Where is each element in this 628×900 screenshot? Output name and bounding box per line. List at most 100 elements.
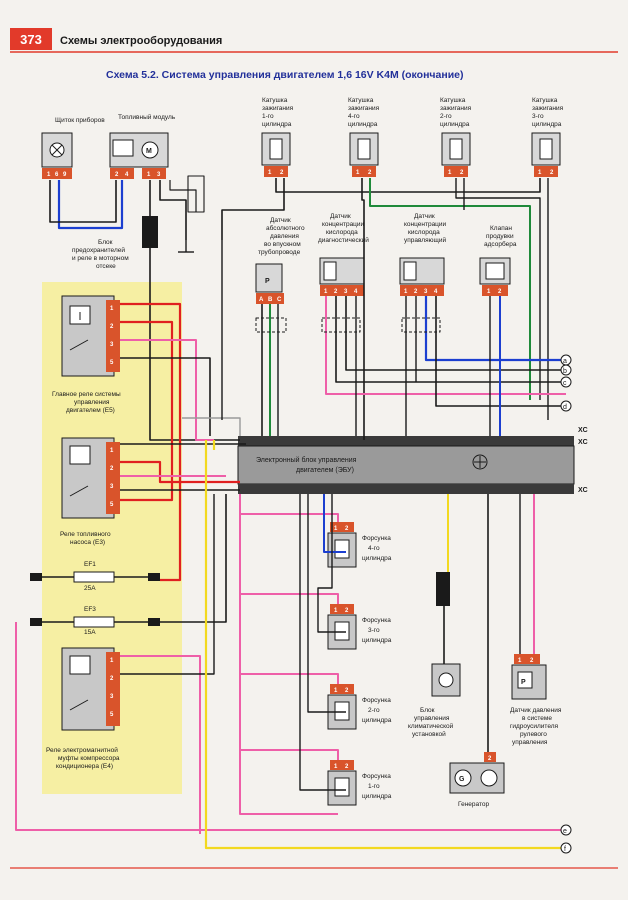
svg-text:1: 1 xyxy=(268,170,272,176)
svg-text:3-го: 3-го xyxy=(532,113,544,120)
svg-text:1: 1 xyxy=(448,170,452,176)
svg-text:XC: XC xyxy=(578,439,588,446)
svg-text:B: B xyxy=(268,297,273,303)
svg-text:9: 9 xyxy=(63,172,67,178)
svg-text:зажигания: зажигания xyxy=(262,105,294,112)
svg-text:Датчик: Датчик xyxy=(414,213,435,220)
svg-text:A: A xyxy=(259,297,264,303)
svg-text:2: 2 xyxy=(345,608,349,614)
svg-text:во впускном: во впускном xyxy=(264,241,301,248)
svg-text:1: 1 xyxy=(404,289,408,295)
svg-text:2: 2 xyxy=(110,466,114,472)
svg-text:2-го: 2-го xyxy=(440,113,452,120)
svg-text:Топливный модуль: Топливный модуль xyxy=(118,113,176,121)
wires xyxy=(15,175,566,850)
svg-text:1: 1 xyxy=(334,764,338,770)
node-d: d xyxy=(560,400,572,412)
injector-cyl1: 1 2 Форсунка 1-го цилиндра xyxy=(327,760,392,806)
svg-text:отсеке: отсеке xyxy=(96,263,116,270)
node-a: a xyxy=(560,354,572,366)
diagram-title: Схема 5.2. Система управления двигателем… xyxy=(106,69,464,81)
fuse-block-label: Блок предохранителей и реле в моторном о… xyxy=(72,239,129,270)
svg-text:2: 2 xyxy=(115,172,119,178)
svg-text:3: 3 xyxy=(110,342,114,348)
svg-text:Генератор: Генератор xyxy=(458,801,490,808)
svg-text:насоса (Е3): насоса (Е3) xyxy=(70,539,105,546)
svg-text:двигателем (Е5): двигателем (Е5) xyxy=(66,407,115,414)
coil-cyl1: Катушка зажигания 1-го цилиндра 1 2 xyxy=(261,97,294,177)
svg-text:3: 3 xyxy=(110,694,114,700)
injector-cyl2: 1 2 Форсунка 2-го цилиндра xyxy=(327,684,392,730)
node-f: f xyxy=(560,842,572,854)
svg-text:3-го: 3-го xyxy=(368,627,380,634)
svg-text:Клапан: Клапан xyxy=(490,225,512,232)
svg-text:Реле электромагнитной: Реле электромагнитной xyxy=(46,746,118,754)
svg-text:1: 1 xyxy=(324,289,328,295)
coil-cyl3: Катушка зажигания 3-го цилиндра 1 2 xyxy=(531,97,564,177)
svg-text:Катушка: Катушка xyxy=(440,97,466,104)
svg-text:2: 2 xyxy=(345,688,349,694)
svg-text:Главное реле системы: Главное реле системы xyxy=(52,391,121,398)
svg-text:концентрации: концентрации xyxy=(322,221,365,228)
svg-text:1-го: 1-го xyxy=(262,113,274,120)
svg-text:1: 1 xyxy=(356,170,360,176)
svg-text:цилиндра: цилиндра xyxy=(362,555,392,562)
svg-text:цилиндра: цилиндра xyxy=(348,121,378,128)
svg-text:2: 2 xyxy=(110,324,114,330)
svg-text:зажигания: зажигания xyxy=(532,105,564,112)
svg-text:1: 1 xyxy=(110,306,114,312)
svg-text:управляющий: управляющий xyxy=(404,236,446,244)
svg-text:d: d xyxy=(563,404,567,411)
svg-text:3: 3 xyxy=(157,172,161,178)
ac-clutch-relay-e4: 1 2 3 5 Реле электромагнитной муфты комп… xyxy=(46,647,120,770)
svg-text:1-го: 1-го xyxy=(368,783,380,790)
svg-text:предохранителей: предохранителей xyxy=(72,246,125,254)
svg-text:P: P xyxy=(265,278,270,285)
svg-text:Датчик давления: Датчик давления xyxy=(510,707,562,714)
svg-text:c: c xyxy=(563,380,567,387)
main-relay-e5: 1 2 3 5 Главное реле системы управления … xyxy=(52,295,121,414)
svg-text:1: 1 xyxy=(334,688,338,694)
svg-text:5: 5 xyxy=(110,502,114,508)
instrument-panel: Щиток приборов 1 6 9 xyxy=(41,116,105,179)
node-b: b xyxy=(560,364,572,376)
svg-text:двигателем (ЭБУ): двигателем (ЭБУ) xyxy=(296,467,354,474)
climate-control-unit: Блок управления климатической установкой xyxy=(408,572,461,738)
svg-text:диагностический: диагностический xyxy=(318,236,369,244)
svg-text:давления: давления xyxy=(270,233,299,240)
svg-text:G: G xyxy=(459,776,465,783)
svg-text:a: a xyxy=(563,358,567,365)
svg-text:установкой: установкой xyxy=(412,730,446,738)
svg-text:4: 4 xyxy=(434,289,438,295)
svg-text:2: 2 xyxy=(368,170,372,176)
svg-text:Датчик: Датчик xyxy=(330,213,351,220)
o2-sensor-diagnostic: Датчик концентрации кислорода диагностич… xyxy=(318,213,369,296)
svg-text:1: 1 xyxy=(334,608,338,614)
svg-text:климатической: климатической xyxy=(408,722,454,730)
svg-text:Блок: Блок xyxy=(420,707,435,714)
svg-text:4-го: 4-го xyxy=(368,545,380,552)
svg-text:4: 4 xyxy=(125,172,129,178)
svg-text:управления: управления xyxy=(74,399,110,406)
o2-sensor-control: Датчик концентрации кислорода управляющи… xyxy=(399,213,447,296)
svg-text:6: 6 xyxy=(55,172,59,178)
svg-text:трубопроводе: трубопроводе xyxy=(258,248,301,256)
ground-symbol xyxy=(178,240,194,253)
svg-text:2: 2 xyxy=(550,170,554,176)
svg-text:f: f xyxy=(564,846,566,853)
svg-text:b: b xyxy=(563,368,567,375)
svg-text:1: 1 xyxy=(147,172,151,178)
fuel-pump-relay-e3: 1 2 3 5 Реле топливного насоса (Е3) xyxy=(60,437,120,546)
svg-text:Форсунка: Форсунка xyxy=(362,697,391,704)
page-header: Схемы электрооборудования xyxy=(60,35,222,47)
map-sensor: Датчик абсолютного давления во впускном … xyxy=(255,217,305,304)
svg-text:Катушка: Катушка xyxy=(532,97,558,104)
svg-text:EF3: EF3 xyxy=(84,606,96,613)
svg-text:адсорбера: адсорбера xyxy=(484,240,517,248)
svg-text:4: 4 xyxy=(354,289,358,295)
svg-text:4-го: 4-го xyxy=(348,113,360,120)
svg-text:М: М xyxy=(146,148,152,155)
svg-text:2: 2 xyxy=(488,756,492,762)
svg-text:2: 2 xyxy=(345,764,349,770)
